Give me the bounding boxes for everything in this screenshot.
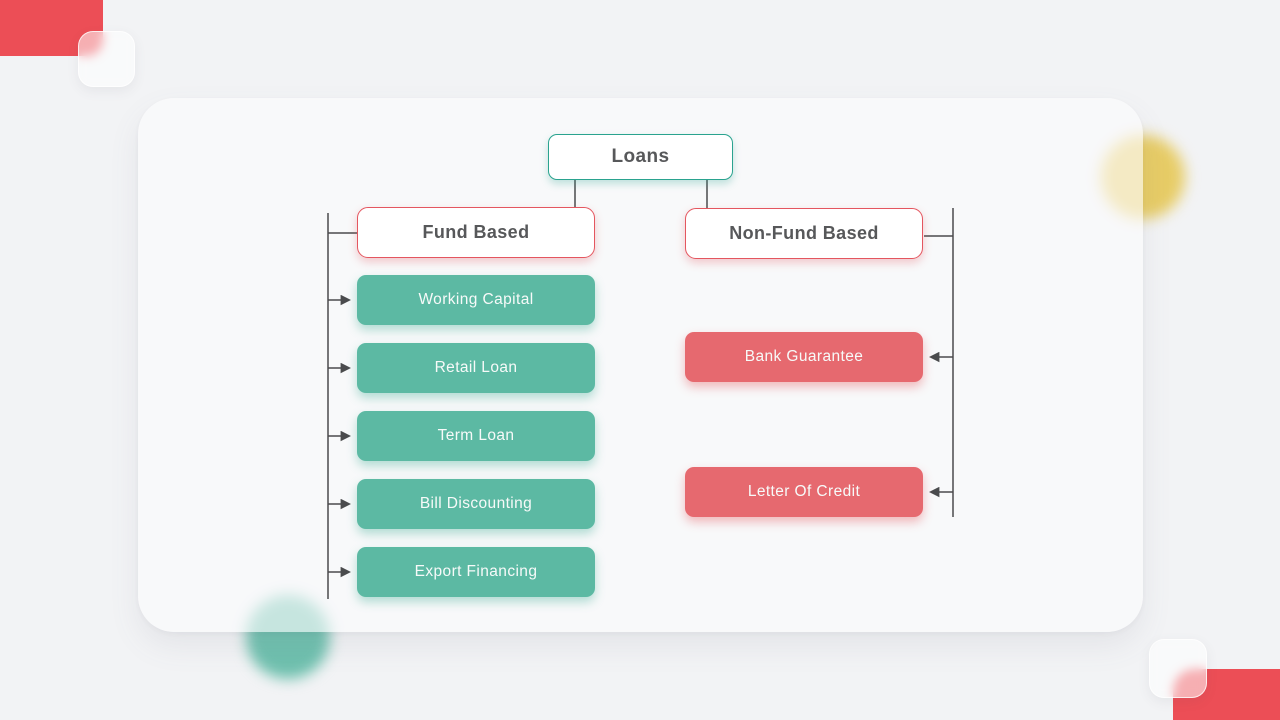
node-non-fund-based: Non-Fund Based xyxy=(685,208,923,259)
node-bank-guarantee: Bank Guarantee xyxy=(685,332,923,382)
node-letter-of-credit: Letter Of Credit xyxy=(685,467,923,517)
node-export-financing: Export Financing xyxy=(357,547,595,597)
bottom-right-glass-square xyxy=(1149,639,1207,698)
node-bill-discounting: Bill Discounting xyxy=(357,479,595,529)
node-working-capital: Working Capital xyxy=(357,275,595,325)
top-left-glass-square xyxy=(78,31,135,87)
node-loans: Loans xyxy=(548,134,733,180)
node-retail-loan: Retail Loan xyxy=(357,343,595,393)
node-term-loan: Term Loan xyxy=(357,411,595,461)
diagram-card xyxy=(138,98,1143,632)
node-fund-based: Fund Based xyxy=(357,207,595,258)
